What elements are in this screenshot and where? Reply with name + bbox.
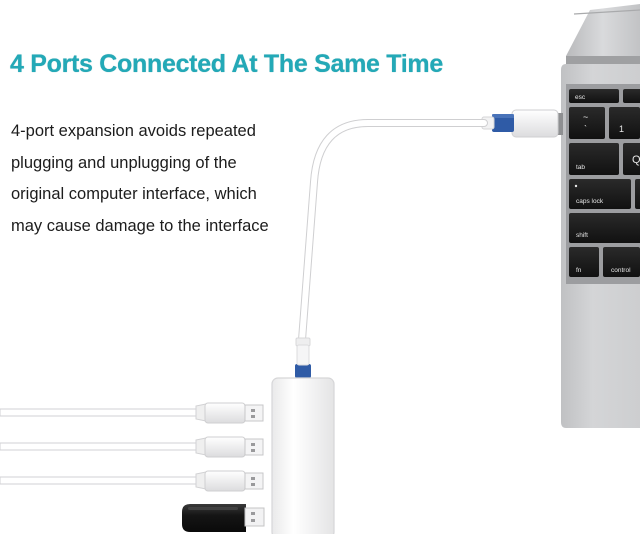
usb-cable-1	[0, 402, 264, 424]
tab-key	[569, 143, 619, 175]
description-line-2: plugging and unplugging of the	[11, 153, 237, 172]
control-key-label: control	[611, 267, 631, 274]
backtick-key-label: `	[584, 124, 587, 134]
laptop-usb-plug	[481, 109, 559, 138]
hub-body	[271, 377, 335, 534]
tab-key-label: tab	[576, 164, 585, 171]
q-key	[623, 143, 640, 175]
usb-hub	[271, 337, 335, 534]
q-key-label: Q	[632, 154, 640, 166]
fn-key	[569, 247, 599, 277]
hub-blue-ring	[295, 364, 311, 378]
tilde-key	[569, 107, 605, 139]
esc-key-label: esc	[575, 94, 586, 101]
esc-key	[569, 89, 619, 103]
shift-key	[569, 213, 640, 243]
description-line-3: original computer interface, which	[11, 185, 257, 203]
laptop: esc ~ ` 1 tab Q caps lock shift fn contr…	[555, 4, 640, 428]
headline: 4 Ports Connected At The Same Time	[10, 50, 443, 78]
usb-cable-2	[0, 436, 264, 458]
fn-key-label: fn	[576, 267, 582, 274]
laptop-lid	[566, 4, 640, 56]
hub-cable	[298, 119, 488, 344]
tilde-key-label: ~	[583, 112, 588, 122]
laptop-plug-blue-ring	[492, 114, 514, 132]
caps-lock-key-label: caps lock	[576, 198, 604, 205]
one-key	[609, 107, 640, 139]
one-key-label: 1	[619, 124, 624, 134]
description-line-4: may cause damage to the interface	[11, 216, 269, 235]
usb-cable-3	[0, 470, 264, 492]
shift-key-label: shift	[576, 232, 588, 239]
caps-lock-indicator-icon	[574, 184, 578, 188]
usb-flash-drive	[182, 504, 265, 532]
control-key	[603, 247, 640, 277]
caps-lock-key	[569, 179, 631, 209]
description: 4-port expansion avoids repeated pluggin…	[11, 116, 311, 242]
laptop-usb-port	[555, 113, 563, 135]
description-line-1: 4-port expansion avoids repeated	[11, 122, 256, 140]
